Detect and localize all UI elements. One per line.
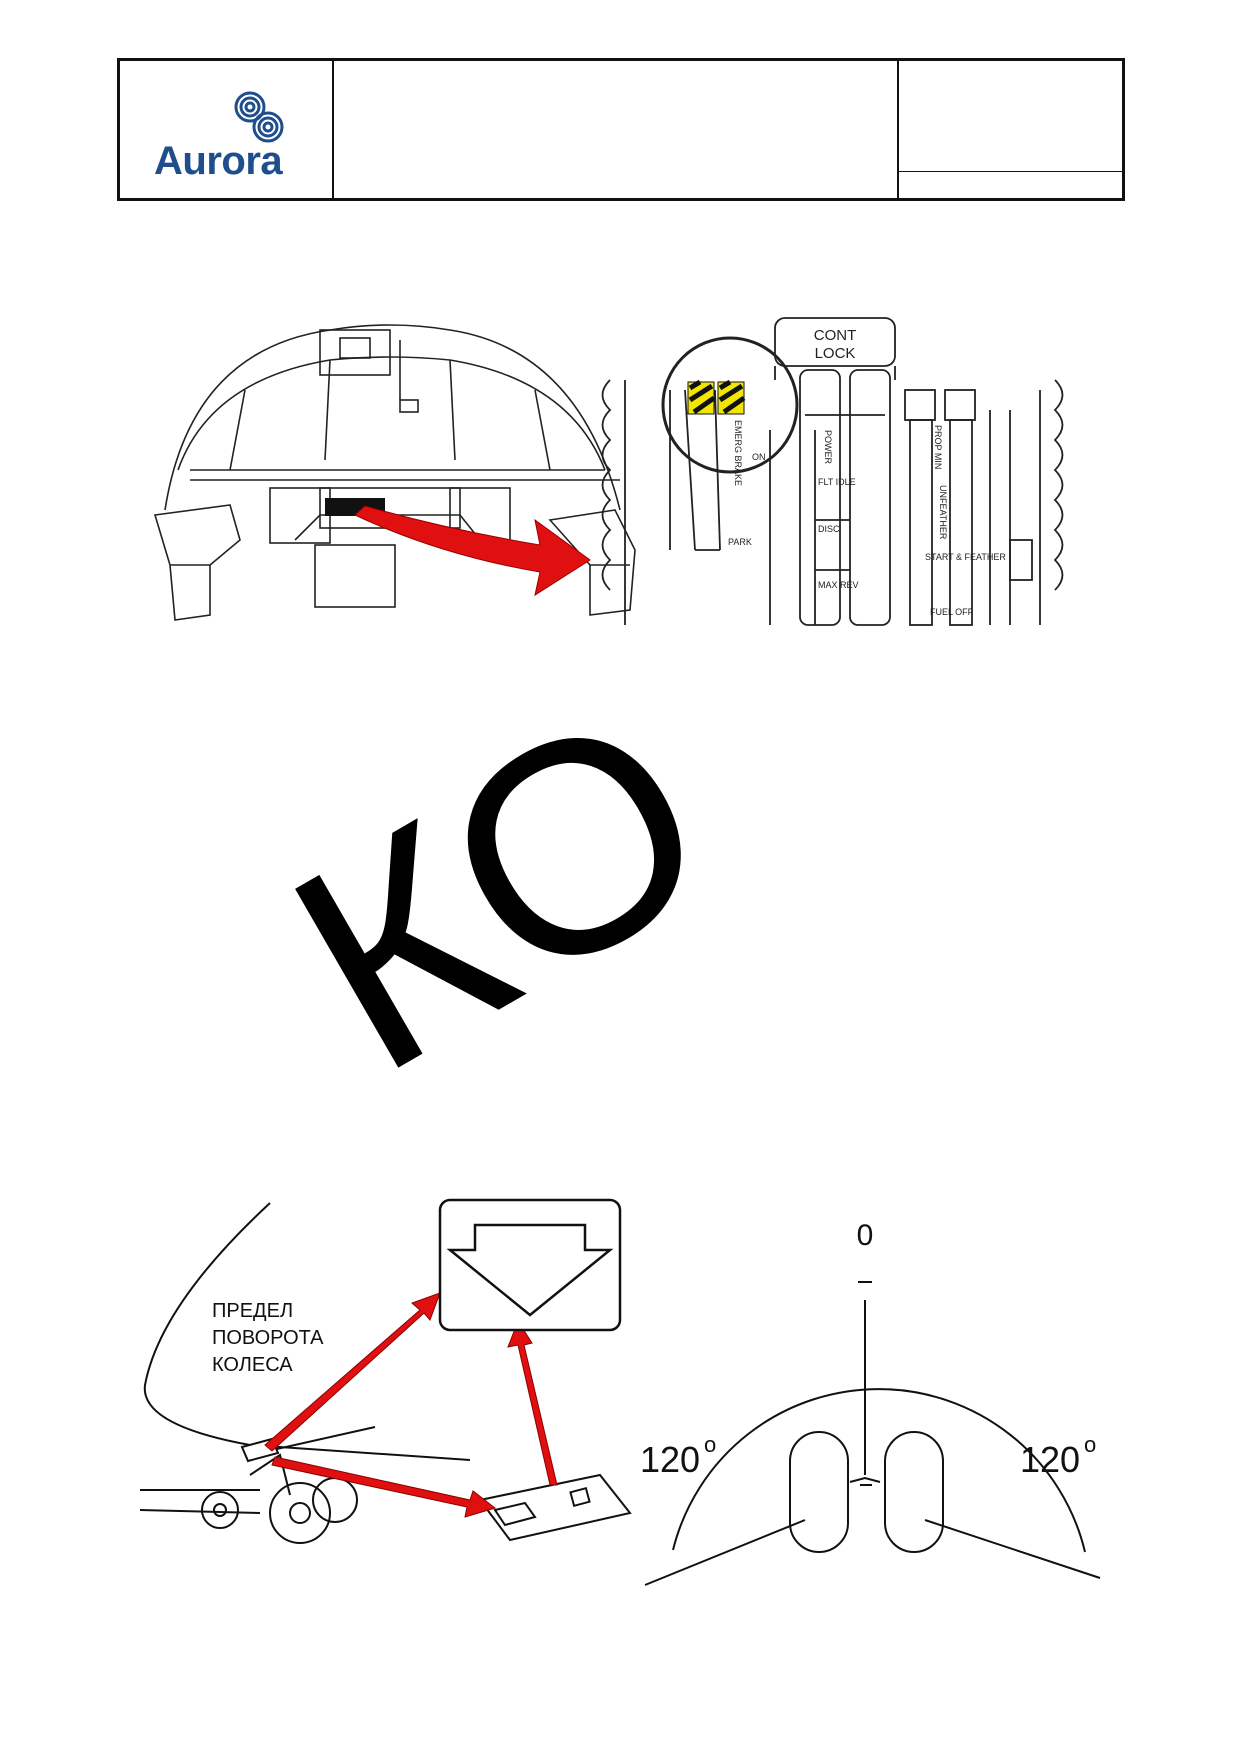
steering-limit-label: ПРЕДЕЛ ПОВОРОТА КОЛЕСА — [212, 1298, 324, 1379]
limit-label-line3: КОЛЕСА — [212, 1354, 293, 1376]
limit-label-line1: ПРЕДЕЛ — [212, 1300, 294, 1322]
cockpit-overview — [153, 324, 636, 621]
emerg-brake-label: EMERG BRAKE — [733, 420, 743, 486]
angle-left-degree: o — [704, 1432, 716, 1457]
park-label: PARK — [728, 537, 752, 547]
prop-min-label: PROP MIN — [933, 425, 943, 469]
cont-lock-line2: LOCK — [815, 345, 856, 362]
down-arrow-icon — [446, 1223, 614, 1317]
max-rev-label: MAX REV — [818, 580, 859, 590]
striped-lever-grips — [687, 379, 746, 415]
steering-angle-diagram: 0 120 o 120 o — [640, 1219, 1101, 1586]
logo-wordmark: Aurora — [154, 139, 283, 183]
flt-idle-label: FLT IDLE — [818, 477, 856, 487]
steering-limit-figure — [140, 1198, 632, 1544]
angle-zero-label: 0 — [857, 1219, 874, 1252]
angle-right-label: 120 — [1020, 1439, 1080, 1480]
cont-lock-line1: CONT — [814, 327, 857, 344]
watermark-text: КО — [241, 642, 760, 1136]
aurora-logo-icon — [234, 91, 284, 143]
fuel-off-label: FUEL OFF — [930, 607, 974, 617]
red-arrow-icon — [354, 505, 591, 597]
header-divider — [899, 171, 1122, 172]
red-arrows-icon — [264, 1292, 558, 1518]
limit-label-line2: ПОВОРОТА — [212, 1327, 324, 1349]
cockpit-figure: CONT LOCK EMERG BRAKE ON PARK POWER FLT … — [153, 317, 1064, 626]
throttle-quadrant-detail — [601, 317, 1064, 626]
angle-right-degree: o — [1084, 1432, 1096, 1457]
header-logo-cell: Aurora — [120, 61, 334, 198]
on-label: ON — [752, 452, 766, 462]
document-header: Aurora — [117, 58, 1125, 201]
start-feather-label: START & FEATHER — [925, 552, 1006, 562]
header-right-cell — [897, 61, 1122, 198]
unfeather-label: UNFEATHER — [938, 485, 948, 540]
disc-label: DISC — [818, 524, 840, 534]
power-label: POWER — [823, 430, 833, 465]
down-arrow-panel — [438, 1198, 622, 1332]
angle-left-label: 120 — [640, 1439, 700, 1480]
